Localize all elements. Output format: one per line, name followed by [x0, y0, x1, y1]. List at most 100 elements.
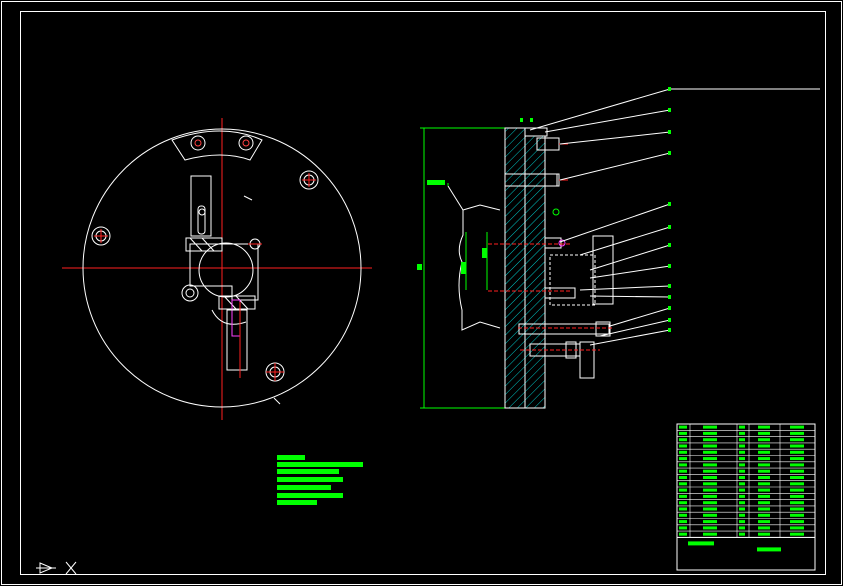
title-block-cell-text [758, 507, 770, 511]
arc-slot-hole-right [238, 135, 254, 151]
title-block-cell-text [679, 532, 687, 536]
title-block-cell-text [790, 450, 804, 454]
title-block-cell-text [739, 469, 745, 473]
title-block-cell-text [703, 494, 717, 498]
drawing-title-text [757, 547, 781, 552]
plan-view [62, 118, 372, 420]
title-block-cell-text [790, 463, 804, 467]
title-block-cell-text [758, 501, 770, 505]
title-block-cell-text [679, 457, 687, 461]
title-block-cell-text [739, 526, 745, 530]
title-block-cell-text [703, 450, 717, 454]
bolt-hole-left [91, 226, 111, 246]
title-block-cell-text [790, 513, 804, 517]
title-block-cell-text [703, 469, 717, 473]
title-block-cell-text [703, 513, 717, 517]
title-block-footer [676, 536, 816, 571]
title-block-cell-text [679, 438, 687, 442]
central-body [189, 243, 259, 301]
title-block-cell-text [679, 444, 687, 448]
title-block [676, 423, 816, 571]
bolt-2 [504, 173, 568, 187]
title-block-cell-text [739, 513, 745, 517]
base-plate-left [504, 127, 526, 409]
title-block-cell-text [739, 494, 745, 498]
title-block-cell-text [739, 457, 745, 461]
title-block-cell-text [703, 520, 717, 524]
title-block-cell-text [758, 431, 770, 435]
title-block-cell-text [739, 438, 745, 442]
title-block-cell-text [739, 450, 745, 454]
title-block-cell-text [679, 482, 687, 486]
title-block-cell-text [790, 526, 804, 530]
title-block-cell-text [679, 469, 687, 473]
title-block-cell-text [703, 438, 717, 442]
title-block-cell-text [758, 482, 770, 486]
title-block-cell-text [679, 476, 687, 479]
upper-vertical-slot [190, 175, 212, 237]
title-block-cell-text [703, 482, 717, 486]
clamp-block [544, 235, 614, 306]
title-block-cell-text [679, 526, 687, 530]
title-block-cell-text [703, 507, 717, 511]
title-block-cell-text [790, 507, 804, 511]
title-block-cell-text [679, 488, 687, 492]
title-block-cell-text [703, 526, 717, 530]
title-block-cell-text [679, 450, 687, 454]
outer-disk [82, 128, 362, 408]
title-block-cell-text [790, 488, 804, 492]
title-block-cell-text [703, 476, 717, 479]
title-block-cell-text [739, 425, 745, 429]
title-block-cell-text [703, 444, 717, 448]
title-block-cell-text [739, 507, 745, 511]
title-block-cell-text [739, 520, 745, 524]
title-block-cell-text [758, 476, 770, 479]
leader-lines [529, 88, 671, 346]
title-block-cell-text [739, 476, 745, 479]
title-block-cell-text [758, 469, 770, 473]
balloon-marks [520, 87, 671, 332]
title-block-cell-text [758, 494, 770, 498]
title-block-cell-text [790, 425, 804, 429]
title-block-cell-text [790, 476, 804, 479]
title-block-cell-text [758, 425, 770, 429]
title-block-cell-text [679, 501, 687, 505]
title-block-cell-text [758, 457, 770, 461]
title-block-cell-text [790, 431, 804, 435]
bored-hole [198, 242, 254, 298]
title-block-cell-text [790, 438, 804, 442]
pin [552, 208, 560, 216]
title-block-cell-text [679, 463, 687, 467]
title-block-cell-text [703, 488, 717, 492]
title-block-cell-text [703, 425, 717, 429]
title-block-cell-text [790, 501, 804, 505]
title-block-cell-text [758, 450, 770, 454]
part-name-text [688, 541, 714, 546]
title-block-cell-text [679, 513, 687, 517]
title-block-cell-text [739, 501, 745, 505]
title-block-cell-text [739, 488, 745, 492]
title-block-cell-text [758, 532, 770, 536]
arc-slot [171, 130, 263, 161]
sheet-inner-border [20, 11, 826, 575]
bolt-hole-right-top [299, 170, 319, 190]
title-block-cell-text [790, 532, 804, 536]
title-block-cell-text [679, 425, 687, 429]
technical-notes [277, 455, 363, 505]
bolt-4 [518, 321, 611, 337]
title-block-cell-text [703, 532, 717, 536]
lower-clamp [218, 295, 256, 310]
title-block-cell-text [790, 444, 804, 448]
title-block-cell-text [703, 463, 717, 467]
bolt-hole-left-lower [181, 284, 199, 302]
lower-vertical-slot [226, 309, 248, 371]
bolt-hole-bottom [265, 362, 285, 382]
title-block-cell-text [758, 438, 770, 442]
title-block-cell-text [758, 520, 770, 524]
title-block-cell-text [679, 431, 687, 435]
title-block-cell-text [758, 513, 770, 517]
title-block-cell-text [703, 457, 717, 461]
base-plate-right [524, 127, 546, 409]
